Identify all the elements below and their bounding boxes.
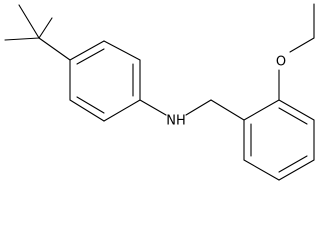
- ethoxyphenyl-ring: [243, 99, 315, 181]
- bond: [38, 17, 53, 39]
- bond: [4, 37, 40, 41]
- aniline-ring: [69, 40, 141, 122]
- oxygen-label: O: [276, 55, 286, 70]
- double-bond-inner: [278, 155, 308, 173]
- bond: [38, 37, 71, 61]
- double-bond-inner: [278, 107, 308, 125]
- chemical-structure-diagram: NH O: [4, 3, 315, 181]
- bond: [278, 99, 315, 121]
- bond: [210, 99, 245, 121]
- tert-butyl-group: [4, 4, 71, 61]
- amine-linker: [139, 99, 245, 121]
- bond: [103, 40, 141, 61]
- bond: [243, 99, 280, 121]
- bond: [69, 99, 105, 122]
- nitrogen-label: NH: [166, 114, 186, 129]
- nitrogen-atom: NH: [166, 114, 186, 129]
- bond: [243, 159, 280, 181]
- bond: [278, 159, 315, 181]
- bond: [18, 4, 40, 39]
- double-bond-inner: [76, 96, 105, 114]
- bond: [289, 37, 315, 53]
- bond: [185, 99, 212, 116]
- bond: [69, 40, 105, 61]
- bond: [139, 99, 167, 116]
- bond: [103, 99, 141, 122]
- oxygen-atom: O: [276, 55, 286, 70]
- ethoxy-group: [278, 3, 315, 101]
- double-bond-inner: [76, 48, 105, 65]
